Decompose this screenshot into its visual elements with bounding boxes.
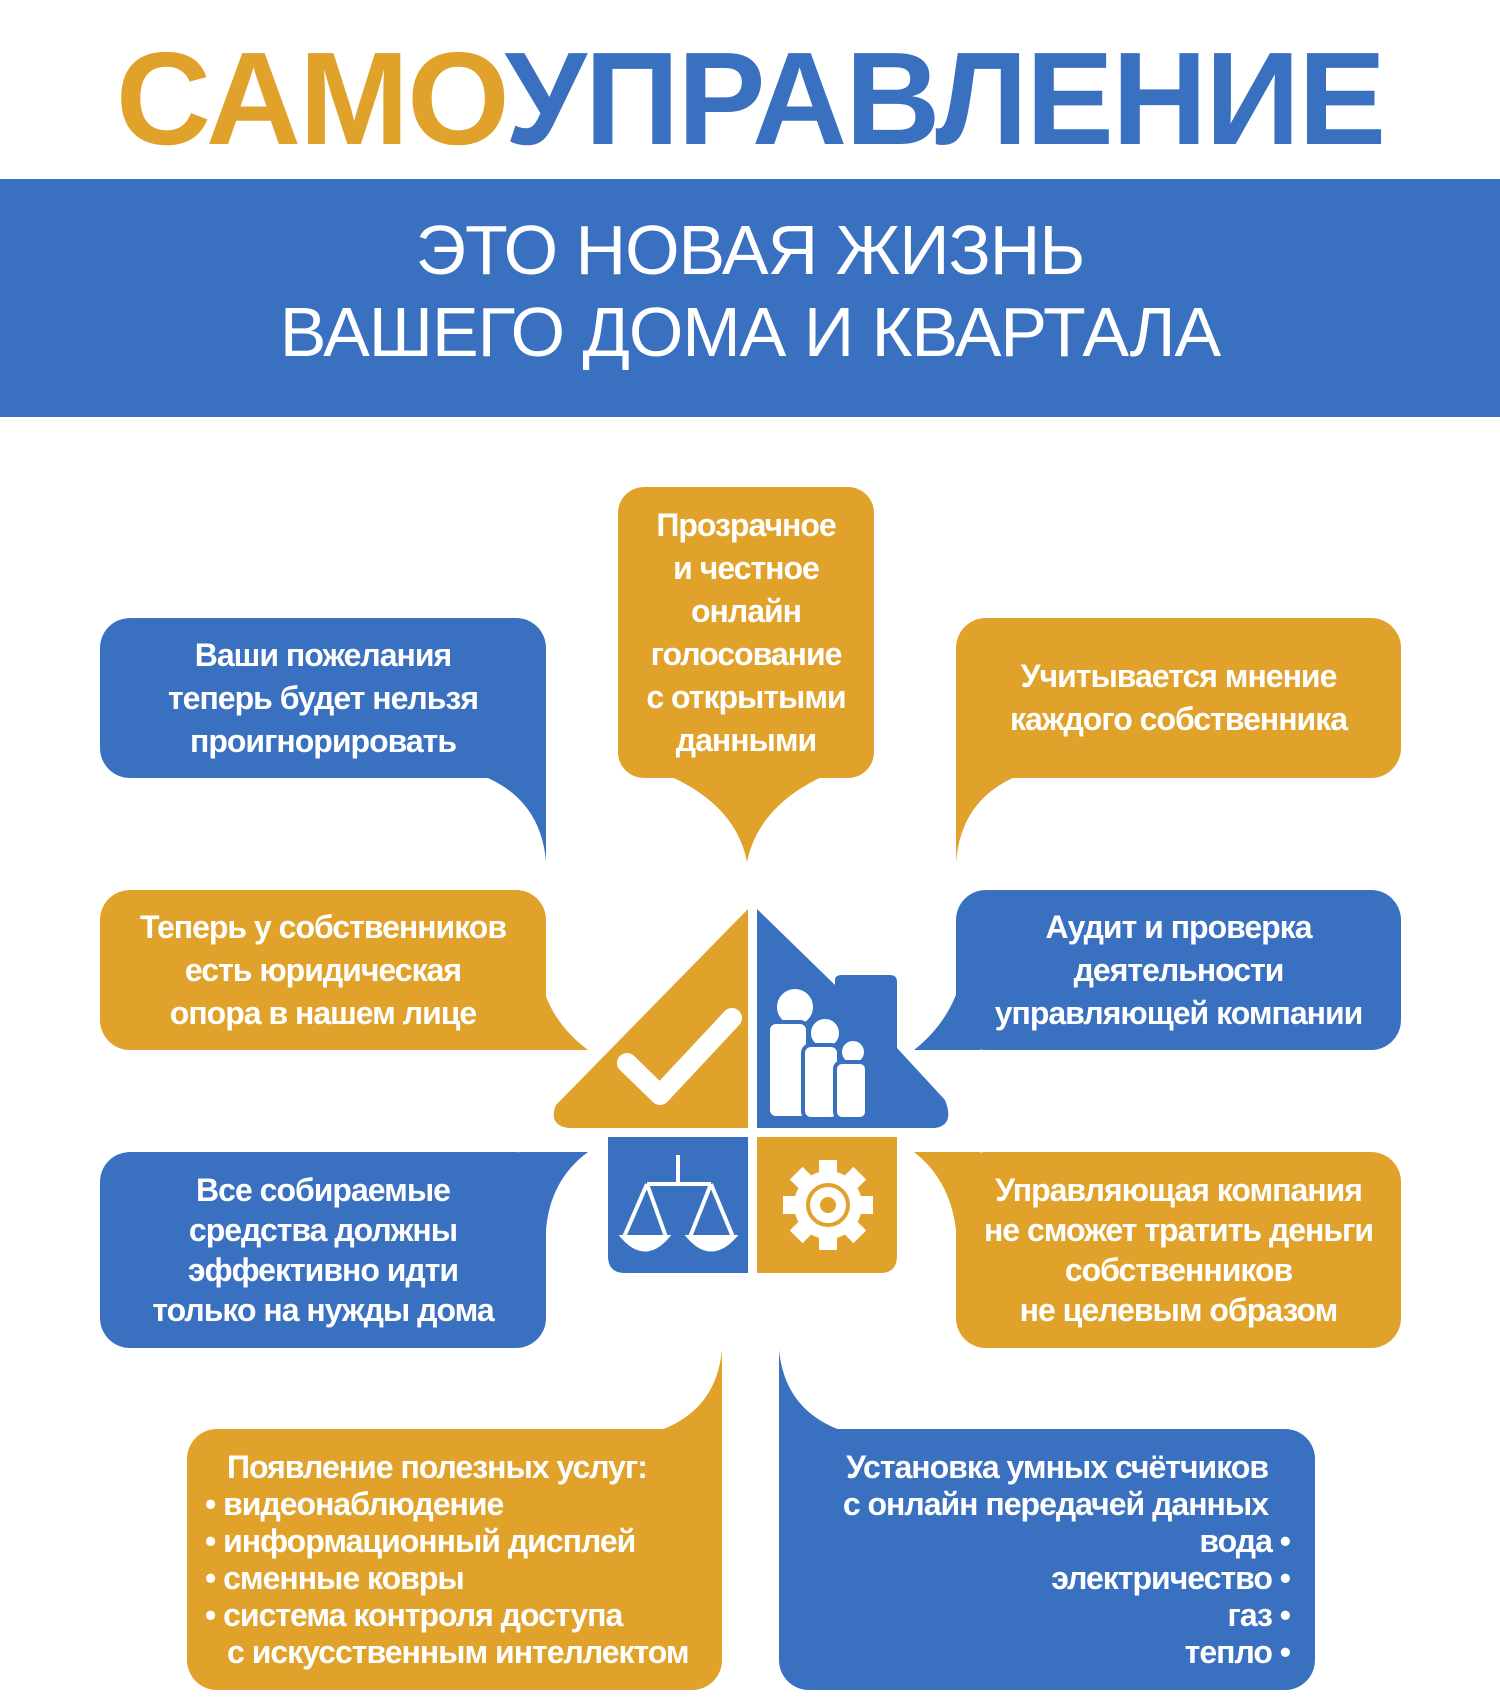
checkmark-icon [617, 1008, 742, 1105]
text-legal: Теперь у собственников есть юридическая … [100, 890, 546, 1050]
text-line: Учитывается мнение [1020, 658, 1338, 694]
text-line: собственников [1064, 1252, 1293, 1288]
list-item: информационный дисплей [205, 1523, 715, 1560]
list-item: вода [790, 1523, 1290, 1560]
text-meters: Установка умных счётчиков с онлайн перед… [790, 1429, 1290, 1690]
text-line: средства должны [188, 1212, 458, 1248]
text-line: не сможет тратить деньги [983, 1212, 1374, 1248]
text-wishes: Ваши пожелания теперь будет нельзя проиг… [100, 618, 546, 778]
text-line: управляющей компании [994, 994, 1364, 1031]
text-audit: Аудит и проверка деятельности управляюще… [956, 890, 1401, 1050]
text-voting: Прозрачное и честное онлайн голосование … [618, 487, 874, 778]
text-line: данными [675, 721, 817, 758]
text-line: Все собираемые [196, 1172, 451, 1208]
list-item: газ [790, 1597, 1290, 1634]
bubble-wishes [100, 618, 546, 778]
bubble-opinion [956, 618, 1401, 778]
bubble-spending [956, 1152, 1401, 1348]
text-funds: Все собираемые средства должны эффективн… [100, 1152, 546, 1348]
bubble-legal [100, 890, 546, 1050]
list-item: система контроля доступа [205, 1597, 715, 1634]
list-heading: Появление полезных услуг: [227, 1448, 648, 1485]
text-line: теперь будет нельзя [168, 679, 479, 716]
text-line: Прозрачное [656, 506, 836, 543]
list-item-continuation: с искусственным интеллектом [227, 1633, 690, 1670]
list-item: видеонаблюдение [205, 1486, 715, 1523]
text-line: Ваши пожелания [194, 636, 452, 673]
text-line: только на нужды дома [152, 1292, 494, 1328]
family-icon [766, 985, 869, 1121]
text-services: Появление полезных услуг: видеонаблюдени… [205, 1429, 715, 1690]
text-line: опора в нашем лице [169, 994, 477, 1031]
bubble-voting [618, 487, 874, 778]
text-line: не целевым образом [1019, 1292, 1339, 1328]
text-line: и честное [673, 549, 820, 586]
list-item: электричество [790, 1560, 1290, 1597]
list-heading: Установка умных счётчиков [846, 1448, 1269, 1485]
text-line: Теперь у собственников [139, 908, 507, 945]
text-line: Управляющая компания [995, 1172, 1363, 1208]
banner-line-2: ВАШЕГО ДОМА И КВАРТАЛА [279, 293, 1222, 371]
gear-icon [783, 1160, 873, 1250]
text-line: проигнорировать [190, 722, 457, 759]
text-line: есть юридическая [184, 951, 462, 988]
text-opinion: Учитывается мнение каждого собственника [956, 618, 1401, 778]
text-spending: Управляющая компания не сможет тратить д… [956, 1152, 1401, 1348]
banner-line-1: ЭТО НОВАЯ ЖИЗНЬ [415, 211, 1086, 289]
text-line: Аудит и проверка [1045, 908, 1312, 945]
house-roof-left [553, 909, 748, 1128]
text-line: деятельности [1073, 951, 1285, 988]
list-item: тепло [790, 1634, 1290, 1671]
scales-icon [618, 1155, 739, 1252]
bubble-audit [956, 890, 1401, 1050]
text-line: голосование [650, 635, 843, 672]
text-line: онлайн [691, 592, 802, 629]
text-line: с открытыми [646, 678, 846, 715]
page-title: САМОУПРАВЛЕНИЕ [115, 25, 1386, 172]
list-item: сменные ковры [205, 1560, 715, 1597]
text-line: каждого собственника [1009, 701, 1348, 737]
text-line: эффективно идти [187, 1252, 459, 1288]
list-heading: с онлайн передачей данных [842, 1485, 1269, 1522]
banner: ЭТО НОВАЯ ЖИЗНЬ ВАШЕГО ДОМА И КВАРТАЛА [0, 179, 1500, 417]
bubble-funds [100, 1152, 546, 1348]
